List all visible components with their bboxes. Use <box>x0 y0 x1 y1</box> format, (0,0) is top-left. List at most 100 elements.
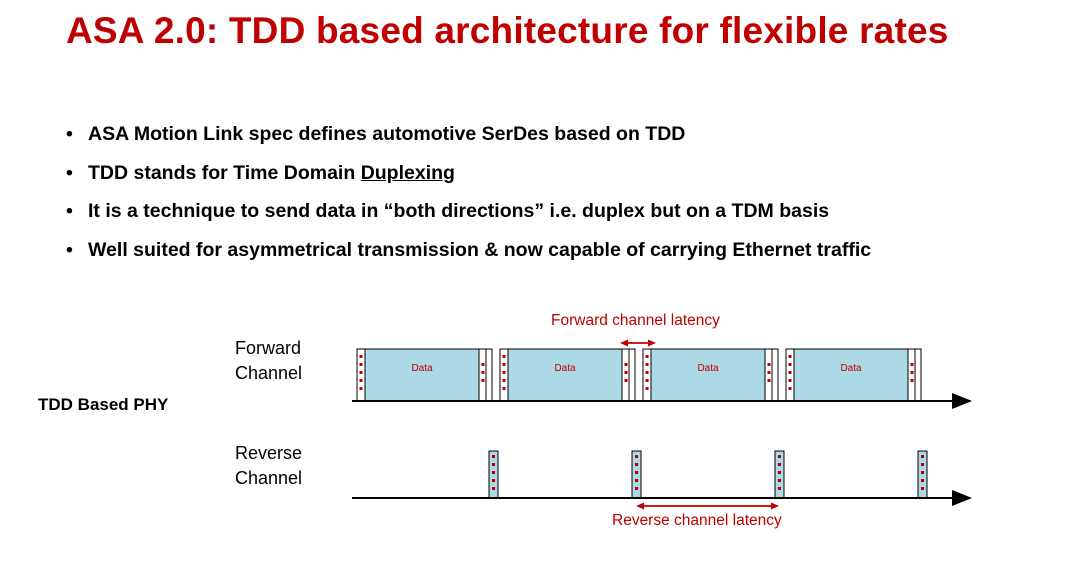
reverse-frame-mark <box>778 455 781 458</box>
underlined-term: Duplexing <box>360 161 455 184</box>
reverse-frame-mark <box>778 471 781 474</box>
reverse-frame-mark <box>492 487 495 490</box>
header-mark <box>645 379 649 382</box>
reverse-latency-label: Reverse channel latency <box>612 512 782 529</box>
bullet-item: Well suited for asymmetrical transmissio… <box>66 237 871 276</box>
forward-frame: Data <box>642 348 779 402</box>
phy-label: TDD Based PHY <box>38 395 169 414</box>
fec-mark <box>481 363 485 366</box>
reverse-frame-mark <box>778 463 781 466</box>
reverse-frame-mark <box>635 471 638 474</box>
frame-gap <box>771 348 779 402</box>
fec-mark <box>767 363 771 366</box>
reverse-frame-mark <box>492 479 495 482</box>
fec-mark <box>910 363 914 366</box>
bullet-text: Well suited for asymmetrical transmissio… <box>88 238 872 261</box>
header-mark <box>502 355 506 358</box>
reverse-frame-mark <box>635 487 638 490</box>
header-mark <box>359 355 363 358</box>
frame-data-label: Data <box>840 363 862 374</box>
header-mark <box>359 363 363 366</box>
reverse-frame-mark <box>778 487 781 490</box>
forward-frames: Data Data Data Data <box>356 348 922 402</box>
reverse-frame-body <box>631 450 642 499</box>
bullet-item: ASA Motion Link spec defines automotive … <box>66 121 871 160</box>
header-mark <box>645 387 649 390</box>
frame-data-label: Data <box>411 363 433 374</box>
header-mark <box>788 355 792 358</box>
forward-latency-arrow <box>620 339 656 347</box>
fec-mark <box>767 379 771 382</box>
reverse-label-line2: Channel <box>235 468 303 488</box>
bullet-item: It is a technique to send data in “both … <box>66 198 871 237</box>
frame-data-body <box>793 348 909 402</box>
reverse-frame-body <box>488 450 499 499</box>
bullet-text: It is a technique to send data in “both … <box>88 200 830 222</box>
reverse-frame-mark <box>921 471 924 474</box>
frame-gap <box>628 348 636 402</box>
header-mark <box>359 379 363 382</box>
reverse-frame <box>488 450 499 499</box>
fec-mark <box>624 379 628 382</box>
bullet-item: TDD stands for Time Domain Duplexing <box>66 160 871 199</box>
frame-gap <box>485 348 493 402</box>
forward-frame: Data <box>356 348 493 402</box>
reverse-frame-mark <box>492 471 495 474</box>
slide-title: ASA 2.0: TDD based architecture for flex… <box>66 10 949 51</box>
fec-mark <box>624 371 628 374</box>
reverse-frame <box>631 450 642 499</box>
fec-mark <box>767 371 771 374</box>
header-mark <box>645 363 649 366</box>
frame-data-body <box>650 348 766 402</box>
fec-mark <box>481 371 485 374</box>
header-mark <box>788 379 792 382</box>
forward-latency-label: Forward channel latency <box>551 312 720 329</box>
header-mark <box>502 363 506 366</box>
forward-channel-label: Forward Channel <box>235 336 302 386</box>
fec-mark <box>910 379 914 382</box>
fec-mark <box>624 363 628 366</box>
reverse-frame <box>774 450 785 499</box>
reverse-frame-mark <box>921 479 924 482</box>
reverse-frame-body <box>774 450 785 499</box>
bullet-text: ASA Motion Link spec defines automotive … <box>88 123 686 145</box>
frame-data-label: Data <box>554 363 576 374</box>
reverse-label-line1: Reverse <box>235 443 303 463</box>
forward-frame: Data <box>499 348 636 402</box>
forward-label-line2: Channel <box>235 363 303 383</box>
reverse-frame-mark <box>921 455 924 458</box>
header-mark <box>788 363 792 366</box>
reverse-frame-mark <box>778 479 781 482</box>
header-mark <box>788 387 792 390</box>
header-mark <box>645 355 649 358</box>
fec-mark <box>481 379 485 382</box>
reverse-frame-mark <box>635 463 638 466</box>
header-mark <box>502 371 506 374</box>
header-mark <box>502 379 506 382</box>
header-mark <box>645 371 649 374</box>
header-mark <box>788 371 792 374</box>
frame-data-body <box>507 348 623 402</box>
frame-gap <box>914 348 922 402</box>
reverse-frame-mark <box>921 463 924 466</box>
reverse-latency-arrow <box>636 502 779 510</box>
frame-data-label: Data <box>697 363 719 374</box>
reverse-frame-mark <box>635 455 638 458</box>
bullet-text: TDD stands for Time Domain <box>88 161 361 184</box>
reverse-frame <box>917 450 928 499</box>
header-mark <box>502 387 506 390</box>
reverse-frame-mark <box>492 463 495 466</box>
fec-mark <box>910 371 914 374</box>
header-mark <box>359 387 363 390</box>
forward-frame: Data <box>785 348 922 402</box>
frame-data-body <box>364 348 480 402</box>
reverse-frame-mark <box>921 487 924 490</box>
reverse-frame-mark <box>492 455 495 458</box>
forward-label-line1: Forward <box>235 338 302 358</box>
reverse-frame-mark <box>635 479 638 482</box>
header-mark <box>359 371 363 374</box>
reverse-frames <box>488 450 928 499</box>
reverse-frame-body <box>917 450 928 499</box>
reverse-channel-label: Reverse Channel <box>235 441 302 491</box>
bullet-list: ASA Motion Link spec defines automotive … <box>66 121 871 275</box>
